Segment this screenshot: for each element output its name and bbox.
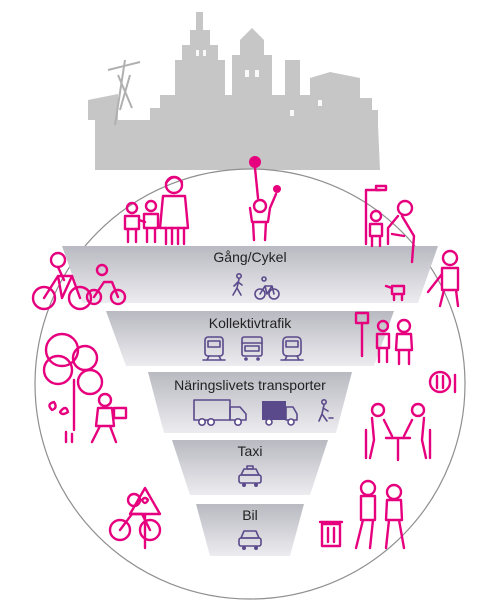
skyline-windows xyxy=(160,50,322,116)
taxi-icon xyxy=(238,465,262,487)
tier-business-transport: Näringslivets transporter xyxy=(148,372,352,433)
tier-taxi: Taxi xyxy=(172,440,328,495)
restaurant-icon xyxy=(428,370,457,394)
tier-label: Taxi xyxy=(238,443,263,459)
couple-with-trash-bin-illustration xyxy=(318,479,406,550)
people-at-cafe-table-illustration xyxy=(364,402,432,462)
truck-icon xyxy=(193,399,247,427)
family-walking-illustration xyxy=(123,175,190,246)
bus-stop-people-illustration xyxy=(354,311,414,366)
delivery-worker-icon xyxy=(318,399,334,422)
parent-child-bench-illustration xyxy=(364,184,416,264)
person-walking-dog-illustration xyxy=(384,249,460,308)
bicycle-icon xyxy=(254,276,280,300)
van-icon xyxy=(262,401,298,426)
tier-car: Bil xyxy=(196,504,304,556)
construction-crane-icon xyxy=(107,59,141,126)
tier-walking-cycling: Gång/Cykel xyxy=(62,246,438,303)
walking-person-icon xyxy=(232,273,243,296)
tier-label: Näringslivets transporter xyxy=(174,377,326,393)
tier-label: Bil xyxy=(242,507,258,523)
child-with-balloons-illustration xyxy=(248,156,281,242)
car-icon xyxy=(238,530,262,550)
train-icon xyxy=(280,336,304,361)
tree-and-family-illustration xyxy=(42,332,128,444)
child-cycling-sign-illustration xyxy=(108,486,162,550)
tier-public-transport: Kollektivtrafik xyxy=(106,311,394,366)
city-skyline xyxy=(88,12,380,170)
tier-label: Gång/Cykel xyxy=(213,249,286,265)
tram-icon xyxy=(202,336,226,361)
bus-icon xyxy=(241,336,263,361)
cyclists-illustration xyxy=(31,251,127,311)
priority-pyramid: Gång/Cykel Kollektivtrafik Näringslivets… xyxy=(62,246,438,556)
tier-label: Kollektivtrafik xyxy=(209,315,292,331)
